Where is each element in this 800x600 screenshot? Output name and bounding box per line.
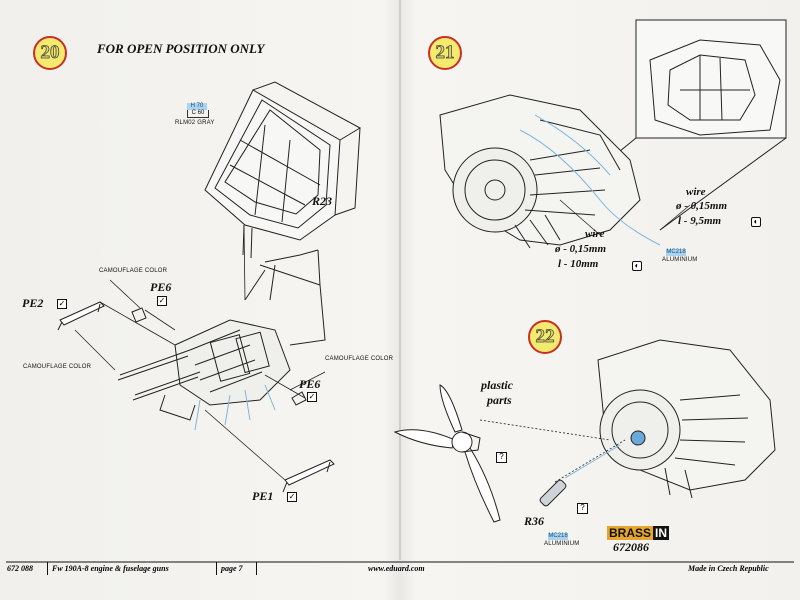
- part-pe1-checkbox-icon: ✓: [287, 492, 297, 502]
- wire-length-a: l - 9,5mm: [678, 215, 722, 227]
- color-code-h: H 70: [187, 103, 207, 110]
- camouflage-label-3: CAMOUFLAGE COLOR: [325, 356, 394, 362]
- plastic-label: plastic: [481, 378, 513, 392]
- question-box-2: ?: [577, 503, 588, 514]
- footer-bar: 672 088 Fw 190A-8 engine & fuselage guns…: [0, 562, 800, 576]
- wire-b-tool-icon: ◐: [632, 261, 642, 271]
- blue-assembly-lines-step20: [194, 384, 276, 431]
- engine-drawing-step21: [439, 94, 641, 249]
- wire-diameter-b: ø - 0,15mm: [555, 243, 607, 255]
- brassin-logo-part-b: IN: [653, 526, 670, 540]
- engine-bay-guns-drawing: [117, 249, 326, 421]
- leader-lines-step22: [479, 419, 626, 483]
- color-code-mc218-a: MC218: [666, 249, 686, 256]
- part-label-pe6-right: PE6: [299, 377, 321, 391]
- camouflage-label-2: CAMOUFLAGE COLOR: [23, 364, 92, 370]
- part-pe6-top-checkbox-icon: ✓: [157, 296, 167, 306]
- footer-kit-title: Fw 190A-8 engine & fuselage guns: [52, 564, 169, 573]
- footer-kit-number: 672 088: [7, 564, 33, 573]
- brassin-logo-part-a: BRASS: [607, 526, 654, 540]
- footer-made-in: Made in Czech Republic: [688, 564, 769, 573]
- part-label-pe1: PE1: [252, 489, 274, 503]
- color-name-aluminium-b: ALUMINIUM: [544, 541, 580, 547]
- open-position-heading: FOR OPEN POSITION ONLY: [97, 41, 265, 56]
- color-name-aluminium-a: ALUMINIUM: [662, 257, 698, 263]
- part-pe6-right-checkbox-icon: ✓: [307, 392, 317, 402]
- leader-lines-step21: [559, 199, 691, 236]
- wire-diameter-a: ø - 0,15mm: [676, 200, 728, 212]
- footer-website: www.eduard.com: [368, 564, 425, 573]
- propeller-drawing: [393, 384, 501, 523]
- step-number-22: 22: [528, 320, 562, 354]
- brassin-set-number: 672086: [613, 540, 649, 554]
- blue-line-step22: [564, 444, 621, 479]
- spinner-part-r36: [539, 479, 567, 507]
- camouflage-label-1: CAMOUFLAGE COLOR: [99, 268, 168, 274]
- step-number-20: 20: [33, 36, 67, 70]
- fuselage-panel-r23-drawing: [204, 81, 361, 259]
- step-number-21: 21: [428, 36, 462, 70]
- parts-label: parts: [487, 393, 512, 407]
- part-label-r23: R23: [312, 194, 333, 208]
- color-code-rlm02: H 70 C 60: [187, 103, 209, 118]
- color-code-aluminium-b: MC218: [548, 533, 568, 540]
- footer-page-number: page 7: [221, 564, 243, 573]
- part-pe2-checkbox-icon: ✓: [57, 299, 67, 309]
- color-name-rlm02: RLM02 GRAY: [175, 120, 215, 126]
- color-code-aluminium-a: MC218: [666, 249, 686, 256]
- engine-drawing-step22: [597, 339, 776, 499]
- blue-wire-step21: [519, 114, 661, 246]
- part-label-r36: R36: [524, 514, 545, 528]
- question-box-1: ?: [496, 452, 507, 463]
- color-code-c: C 60: [187, 110, 209, 118]
- leader-lines-step20: [74, 224, 326, 481]
- wire-label-a: wire: [686, 186, 706, 198]
- wire-length-b: l - 10mm: [558, 258, 599, 270]
- color-code-mc218-b: MC218: [548, 533, 568, 540]
- pe-parts-drawing: [57, 301, 335, 493]
- part-label-pe6-top: PE6: [150, 280, 172, 294]
- wire-label-b: wire: [585, 228, 605, 240]
- wire-a-tool-icon: ◐: [751, 217, 761, 227]
- part-label-pe2: PE2: [22, 296, 44, 310]
